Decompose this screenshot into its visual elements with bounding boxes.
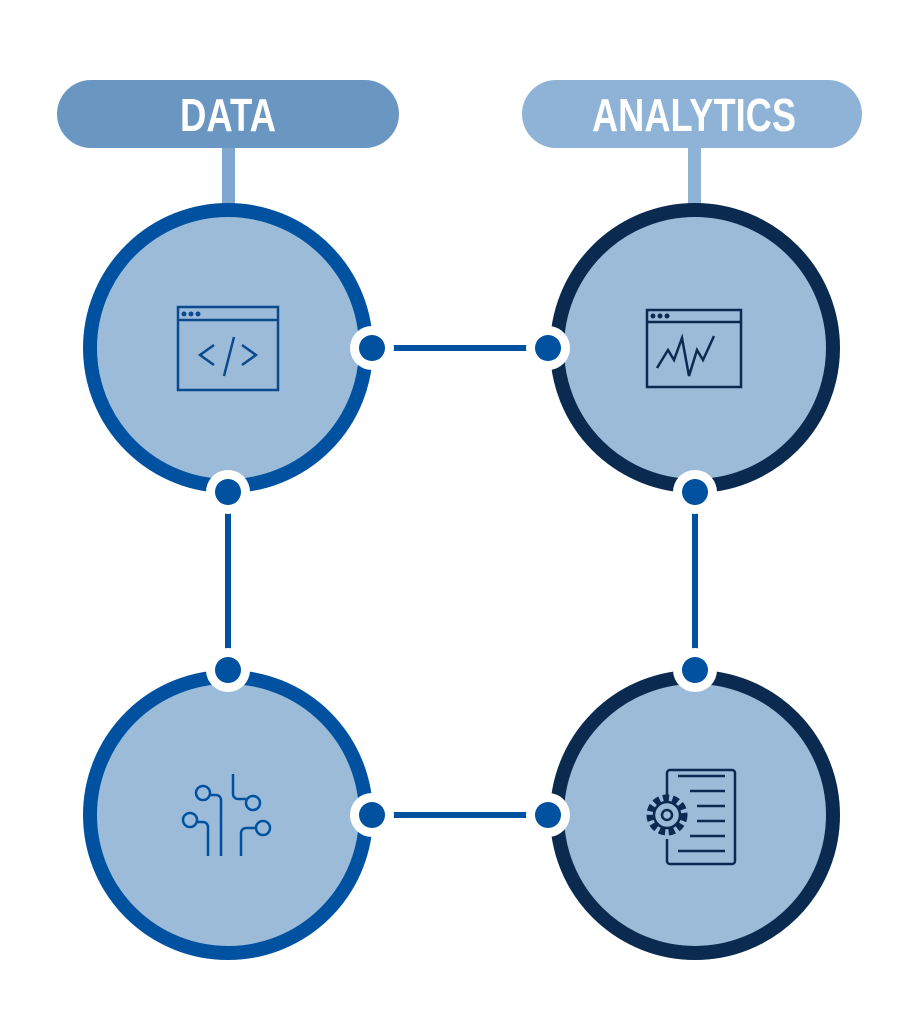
chart-window-icon [645, 308, 743, 389]
data-label-pill: DATA [57, 80, 399, 148]
connector-dots [206, 326, 717, 837]
circuit-icon [181, 774, 272, 856]
gear-document-icon [646, 768, 737, 866]
analytics-label: ANALYTICS [592, 89, 796, 141]
analytics-stem [688, 146, 701, 212]
analytics-label-pill: ANALYTICS [522, 80, 862, 148]
node-chart-window [550, 203, 840, 493]
connector-lines [225, 345, 698, 818]
node-circuit [83, 670, 373, 960]
data-stem [222, 146, 235, 212]
node-code-window [83, 203, 373, 493]
node-gear-document [550, 670, 840, 960]
code-window-icon [176, 305, 280, 392]
data-label: DATA [180, 89, 276, 141]
